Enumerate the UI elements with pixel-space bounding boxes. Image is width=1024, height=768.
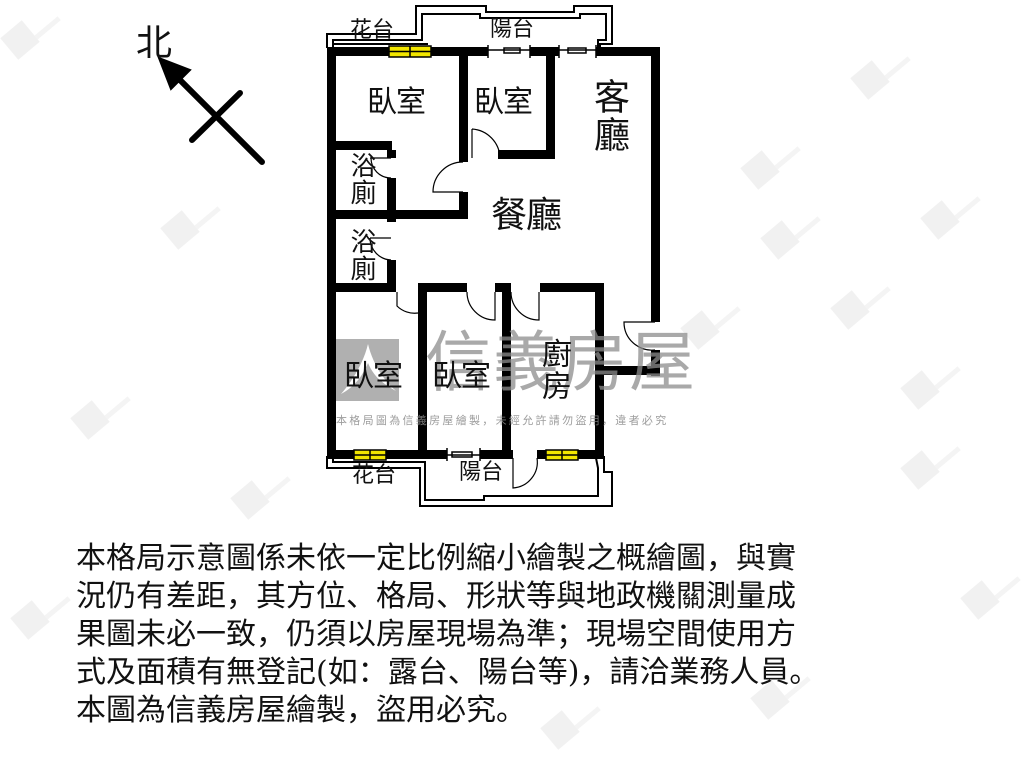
- label-bath-upper: 浴廁: [346, 152, 376, 206]
- sliding-doors: [446, 45, 597, 461]
- bottom-balcony-outline: [326, 456, 613, 507]
- disclaimer-text: 本格局示意圖係未依一定比例縮小繪製之概繪圖，與實 況仍有差距，其方位、格局、形狀…: [76, 540, 976, 730]
- label-dining-room: 餐廳: [491, 195, 562, 236]
- label-balcony-top: 陽台: [490, 17, 535, 42]
- disclaimer-line: 果圖未必一致，仍須以房屋現場為準；現場空間使用方: [76, 617, 796, 652]
- label-planter-top: 花台: [350, 18, 395, 43]
- label-bedroom-top-mid: 臥室: [474, 85, 533, 120]
- label-living-room: 客廳: [588, 78, 629, 154]
- windows: [353, 45, 579, 461]
- north-arrow-icon: [157, 56, 265, 165]
- label-kitchen: 廚房: [536, 338, 571, 402]
- north-label: 北: [136, 23, 173, 64]
- disclaimer-line: 況仍有差距，其方位、格局、形狀等與地政機關測量成: [76, 579, 796, 614]
- label-balcony-bottom: 陽台: [459, 460, 504, 485]
- brand-watermark-text: 信義房屋: [425, 324, 697, 401]
- watermark-copyright-note: 本格局圖為信義房屋繪製，未經允許請勿盜用，違者必究: [336, 414, 669, 427]
- label-planter-bottom: 花台: [352, 463, 397, 488]
- label-bath-lower: 浴廁: [346, 228, 376, 282]
- disclaimer-line: 本圖為信義房屋繪製，盜用必究。: [76, 693, 526, 728]
- swing-doors: [369, 128, 656, 489]
- disclaimer-line: 本格局示意圖係未依一定比例縮小繪製之概繪圖，與實: [76, 541, 796, 576]
- brand-watermark-logo: [336, 339, 399, 401]
- label-bedroom-bottom-mid: 臥室: [432, 359, 491, 394]
- top-balcony-outline: [326, 5, 613, 48]
- label-bedroom-top-left: 臥室: [367, 85, 426, 120]
- disclaimer-line: 式及面積有無登記(如：露台、陽台等)，請洽業務人員。: [76, 655, 820, 690]
- label-bedroom-bottom-left: 臥室: [344, 359, 403, 394]
